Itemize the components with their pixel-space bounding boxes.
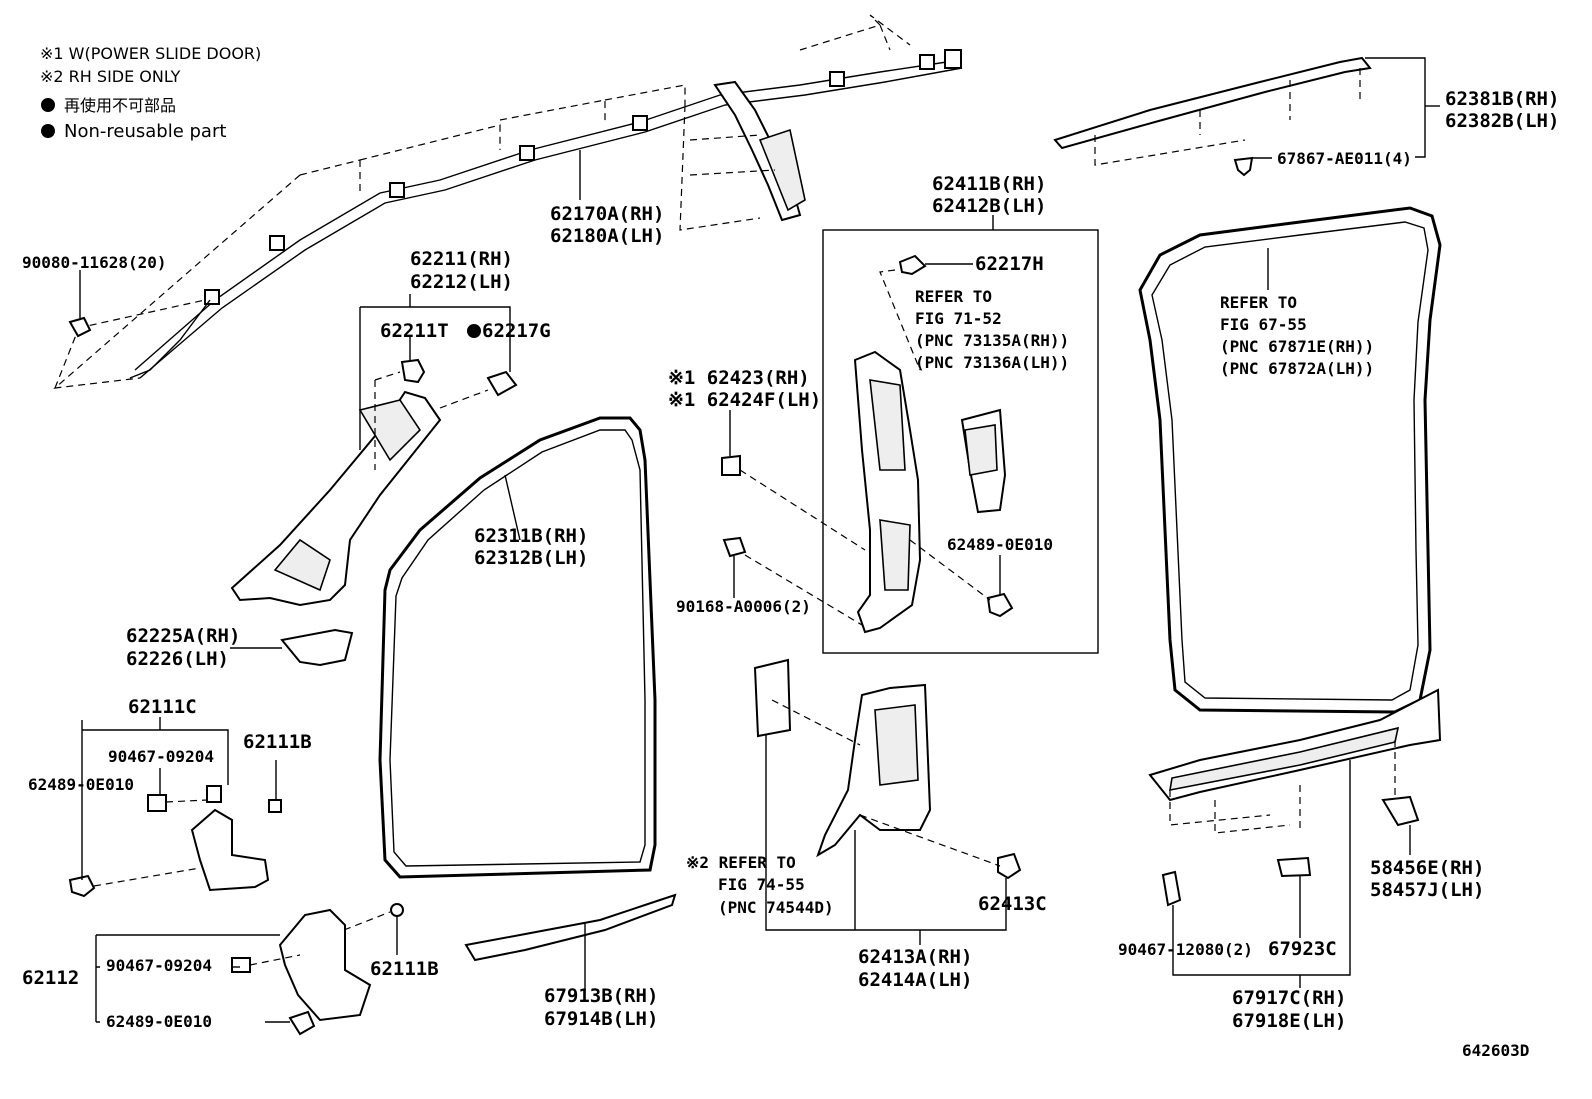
label-67913b: 67913B(RH) [544,985,658,1007]
label-62211t: 62211T [380,320,449,342]
cowl-side-trim-upper [68,717,282,898]
front-door-weatherstrip [378,416,657,879]
label-58457j: 58457J(LH) [1370,879,1484,901]
label-62211: 62211(RH) [410,248,513,270]
label-62411b: 62411B(RH) [932,173,1046,195]
nonreusable-dot-icon [41,124,55,138]
label-67923c: 67923C [1268,938,1337,960]
label-62170a: 62170A(RH) [550,203,664,225]
label-62381b: 62381B(RH) [1445,88,1559,110]
legend-nonreusable-jp: 再使用不可部品 [64,96,176,115]
clip-62423 [721,410,866,626]
label-62111b-lower: 62111B [370,958,439,980]
legend-nonreusable-en: Non-reusable part [64,121,226,142]
ref-67-55-line2: FIG 67-55 [1220,315,1307,334]
label-62225a: 62225A(RH) [126,625,240,647]
label-62112: 62112 [22,967,79,989]
center-pillar-garnish-upper [822,215,1099,654]
cowl-side-trim-lower [95,903,404,1036]
part-labels: 62381B(RH) 62382B(LH) 67867-AE011(4) 621… [22,88,1559,1060]
label-62423: ※1 62423(RH) [668,367,810,389]
label-62217g: 62217G [482,320,551,342]
legend: ※1 W(POWER SLIDE DOOR) ※2 RH SIDE ONLY 再… [40,44,261,142]
label-62111c: 62111C [128,696,197,718]
nonreusable-dot-icon [467,324,481,338]
bolt-90080 [68,270,92,338]
label-62311b: 62311B(RH) [474,525,588,547]
label-62111b-upper: 62111B [243,731,312,753]
label-62489-upper: 62489-0E010 [28,775,134,794]
ref-74-55-line3: (PNC 74544D) [718,898,834,917]
ref-67-55-line3: (PNC 67871E(RH)) [1220,337,1374,356]
label-67867: 67867-AE011(4) [1277,149,1412,168]
label-90467-upper: 90467-09204 [108,747,214,766]
ref-71-52-line2: FIG 71-52 [915,309,1002,328]
label-62412b: 62412B(LH) [932,195,1046,217]
ref-71-52-line3: (PNC 73135A(RH)) [915,331,1069,350]
rear-door-scuff-plate [1148,688,1442,988]
label-67917c: 67917C(RH) [1232,987,1346,1009]
ref-67-55-line1: REFER TO [1220,293,1297,312]
label-62212: 62212(LH) [410,271,513,293]
label-90080: 90080-11628(20) [22,253,167,272]
label-62489-center: 62489-0E010 [947,535,1053,554]
center-pillar-garnish-lower [753,658,1022,945]
ref-71-52-line1: REFER TO [915,287,992,306]
label-90467-rear: 90467-12080(2) [1118,940,1253,959]
front-door-scuff-plate [464,893,677,990]
label-62217h: 62217H [975,253,1044,275]
label-62414a: 62414A(LH) [858,969,972,991]
label-62382b: 62382B(LH) [1445,110,1559,132]
curtain-shield-airbag [53,14,963,389]
label-62312b: 62312B(LH) [474,547,588,569]
ref-74-55-line1: ※2 REFER TO [686,853,796,872]
label-58456e: 58456E(RH) [1370,857,1484,879]
figure-id: 642603D [1462,1041,1529,1060]
roof-drip-molding [1053,56,1440,177]
slide-door-weatherstrip [1138,206,1442,714]
ref-71-52-line4: (PNC 73136A(LH)) [915,353,1069,372]
label-62424f: ※1 62424F(LH) [668,389,821,411]
label-67914b: 67914B(LH) [544,1008,658,1030]
ref-67-55-line4: (PNC 67872A(LH)) [1220,359,1374,378]
ref-74-55-line2: FIG 74-55 [718,875,805,894]
label-62413c: 62413C [978,893,1047,915]
label-90467-lower: 90467-09204 [106,956,212,975]
label-62226: 62226(LH) [126,648,229,670]
label-67918e: 67918E(LH) [1232,1010,1346,1032]
front-pillar-garnish [230,294,518,607]
label-62413a: 62413A(RH) [858,946,972,968]
legend-note-1: ※1 W(POWER SLIDE DOOR) [40,44,261,63]
label-62180a: 62180A(LH) [550,225,664,247]
label-62489-lower: 62489-0E010 [106,1012,212,1031]
label-90168: 90168-A0006(2) [676,597,811,616]
legend-note-2: ※2 RH SIDE ONLY [40,67,181,86]
garnish-62225 [230,628,354,667]
nonreusable-dot-icon [41,98,55,112]
